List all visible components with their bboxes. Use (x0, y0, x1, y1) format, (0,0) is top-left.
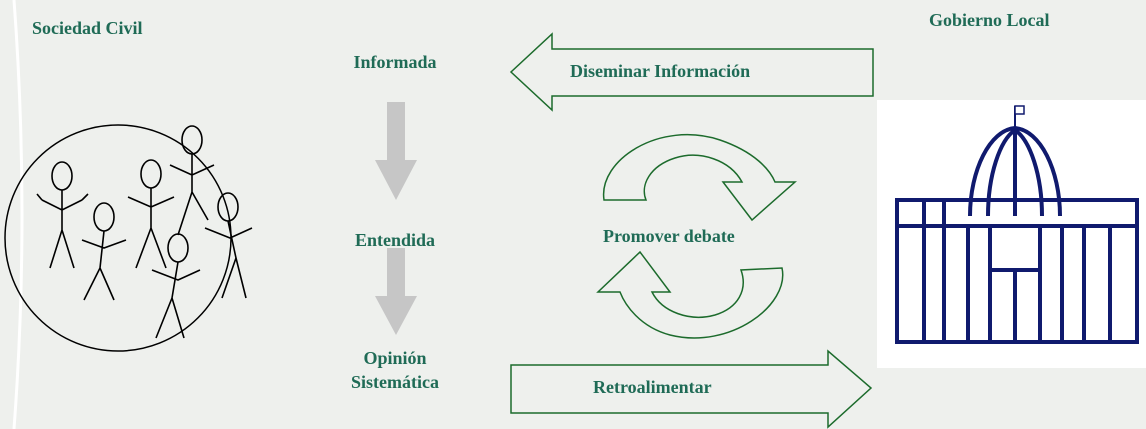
stage-opinion-line1: Opinión (363, 348, 427, 368)
disseminate-label: Diseminar Información (570, 61, 751, 81)
government-building-panel (877, 100, 1146, 368)
feedback-label: Retroalimentar (593, 377, 712, 397)
local-government-title: Gobierno Local (929, 10, 1050, 30)
stage-informed: Informada (353, 52, 437, 72)
stage-understood: Entendida (354, 230, 436, 250)
feedback-arrow (510, 349, 873, 429)
civil-society-title: Sociedad Civil (32, 18, 143, 38)
disseminate-arrow (509, 32, 874, 112)
stage-systematic-opinion: Opinión Sistemática (315, 346, 475, 394)
stage-opinion-line2: Sistemática (351, 372, 439, 392)
down-arrow-2 (375, 248, 417, 335)
debate-label: Promover debate (603, 226, 735, 246)
cycle-arrow-bottom (596, 250, 784, 339)
down-arrow-1 (375, 102, 417, 200)
cycle-arrow-top (602, 134, 797, 222)
stick-figures-group (36, 125, 253, 339)
